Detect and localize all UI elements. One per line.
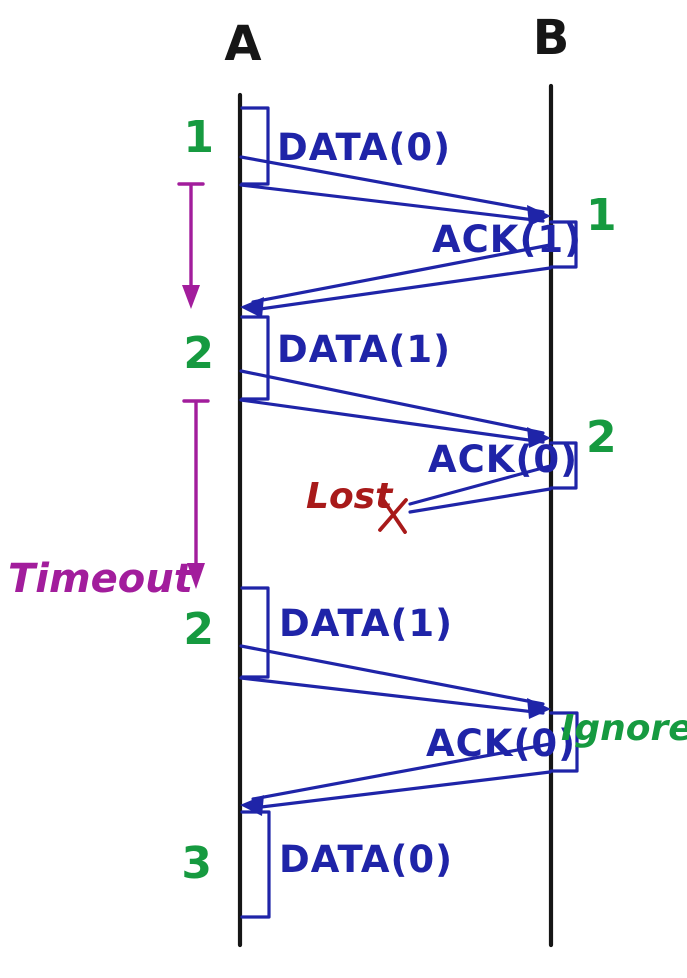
send-bracket (549, 441, 578, 490)
send-bracket (240, 315, 270, 401)
message-data1-retransmit: DATA(1) 2 (183, 586, 551, 719)
send-bracket (549, 220, 578, 269)
message-ack1: ACK(1) 1 (240, 190, 617, 318)
lost-x-icon (378, 496, 408, 534)
transmission-lines (239, 644, 545, 715)
send-bracket (549, 711, 579, 773)
message-data0-first: DATA(0) 1 (183, 106, 551, 226)
sequence-number-a: 1 (183, 112, 214, 163)
arrowhead-right-icon (527, 205, 551, 226)
message-label: ACK(0) (426, 722, 576, 765)
sequence-number-a: 3 (181, 838, 212, 889)
arrowhead-right-icon (527, 698, 551, 719)
message-label: DATA(1) (277, 328, 451, 371)
sequence-number-b: 2 (586, 412, 617, 463)
arrow-down-icon (187, 563, 205, 589)
message-label: ACK(1) (432, 218, 582, 261)
host-a-label: A (224, 16, 261, 72)
host-b-label: B (533, 10, 570, 66)
message-data0-second: DATA(0) 3 (181, 810, 453, 919)
timeout-arrow-line (182, 399, 210, 572)
message-label: DATA(1) (279, 602, 453, 645)
send-bracket (240, 106, 270, 186)
transmission-lines (251, 742, 552, 810)
sequence-number-a: 2 (183, 328, 214, 379)
sequence-number-a: 2 (183, 604, 214, 655)
transmission-lines (239, 155, 545, 223)
transmission-lines (239, 369, 545, 444)
send-bracket (240, 586, 270, 679)
timeout-interval-1 (177, 182, 205, 309)
arrowhead-right-icon (527, 427, 551, 448)
message-data1-first: DATA(1) 2 2 (183, 315, 617, 463)
send-bracket (240, 810, 271, 919)
message-label: DATA(0) (279, 838, 453, 881)
timeout-arrow-line (177, 182, 205, 294)
message-ack0-duplicate: ACK(0) Ignore (240, 708, 687, 816)
message-ack0-lost: ACK(0) Lost (306, 438, 578, 534)
lost-label: Lost (306, 476, 394, 517)
arrow-down-icon (182, 285, 200, 309)
timeout-label: Timeout (8, 556, 195, 602)
transmission-lines (408, 464, 552, 514)
message-label: ACK(0) (428, 438, 578, 481)
transmission-lines (251, 243, 552, 312)
timeout-interval-2 (182, 399, 210, 589)
sequence-number-b: 1 (586, 190, 617, 241)
message-label: DATA(0) (277, 126, 451, 169)
ignore-label: Ignore (561, 708, 687, 749)
arrowhead-left-icon (240, 297, 264, 318)
